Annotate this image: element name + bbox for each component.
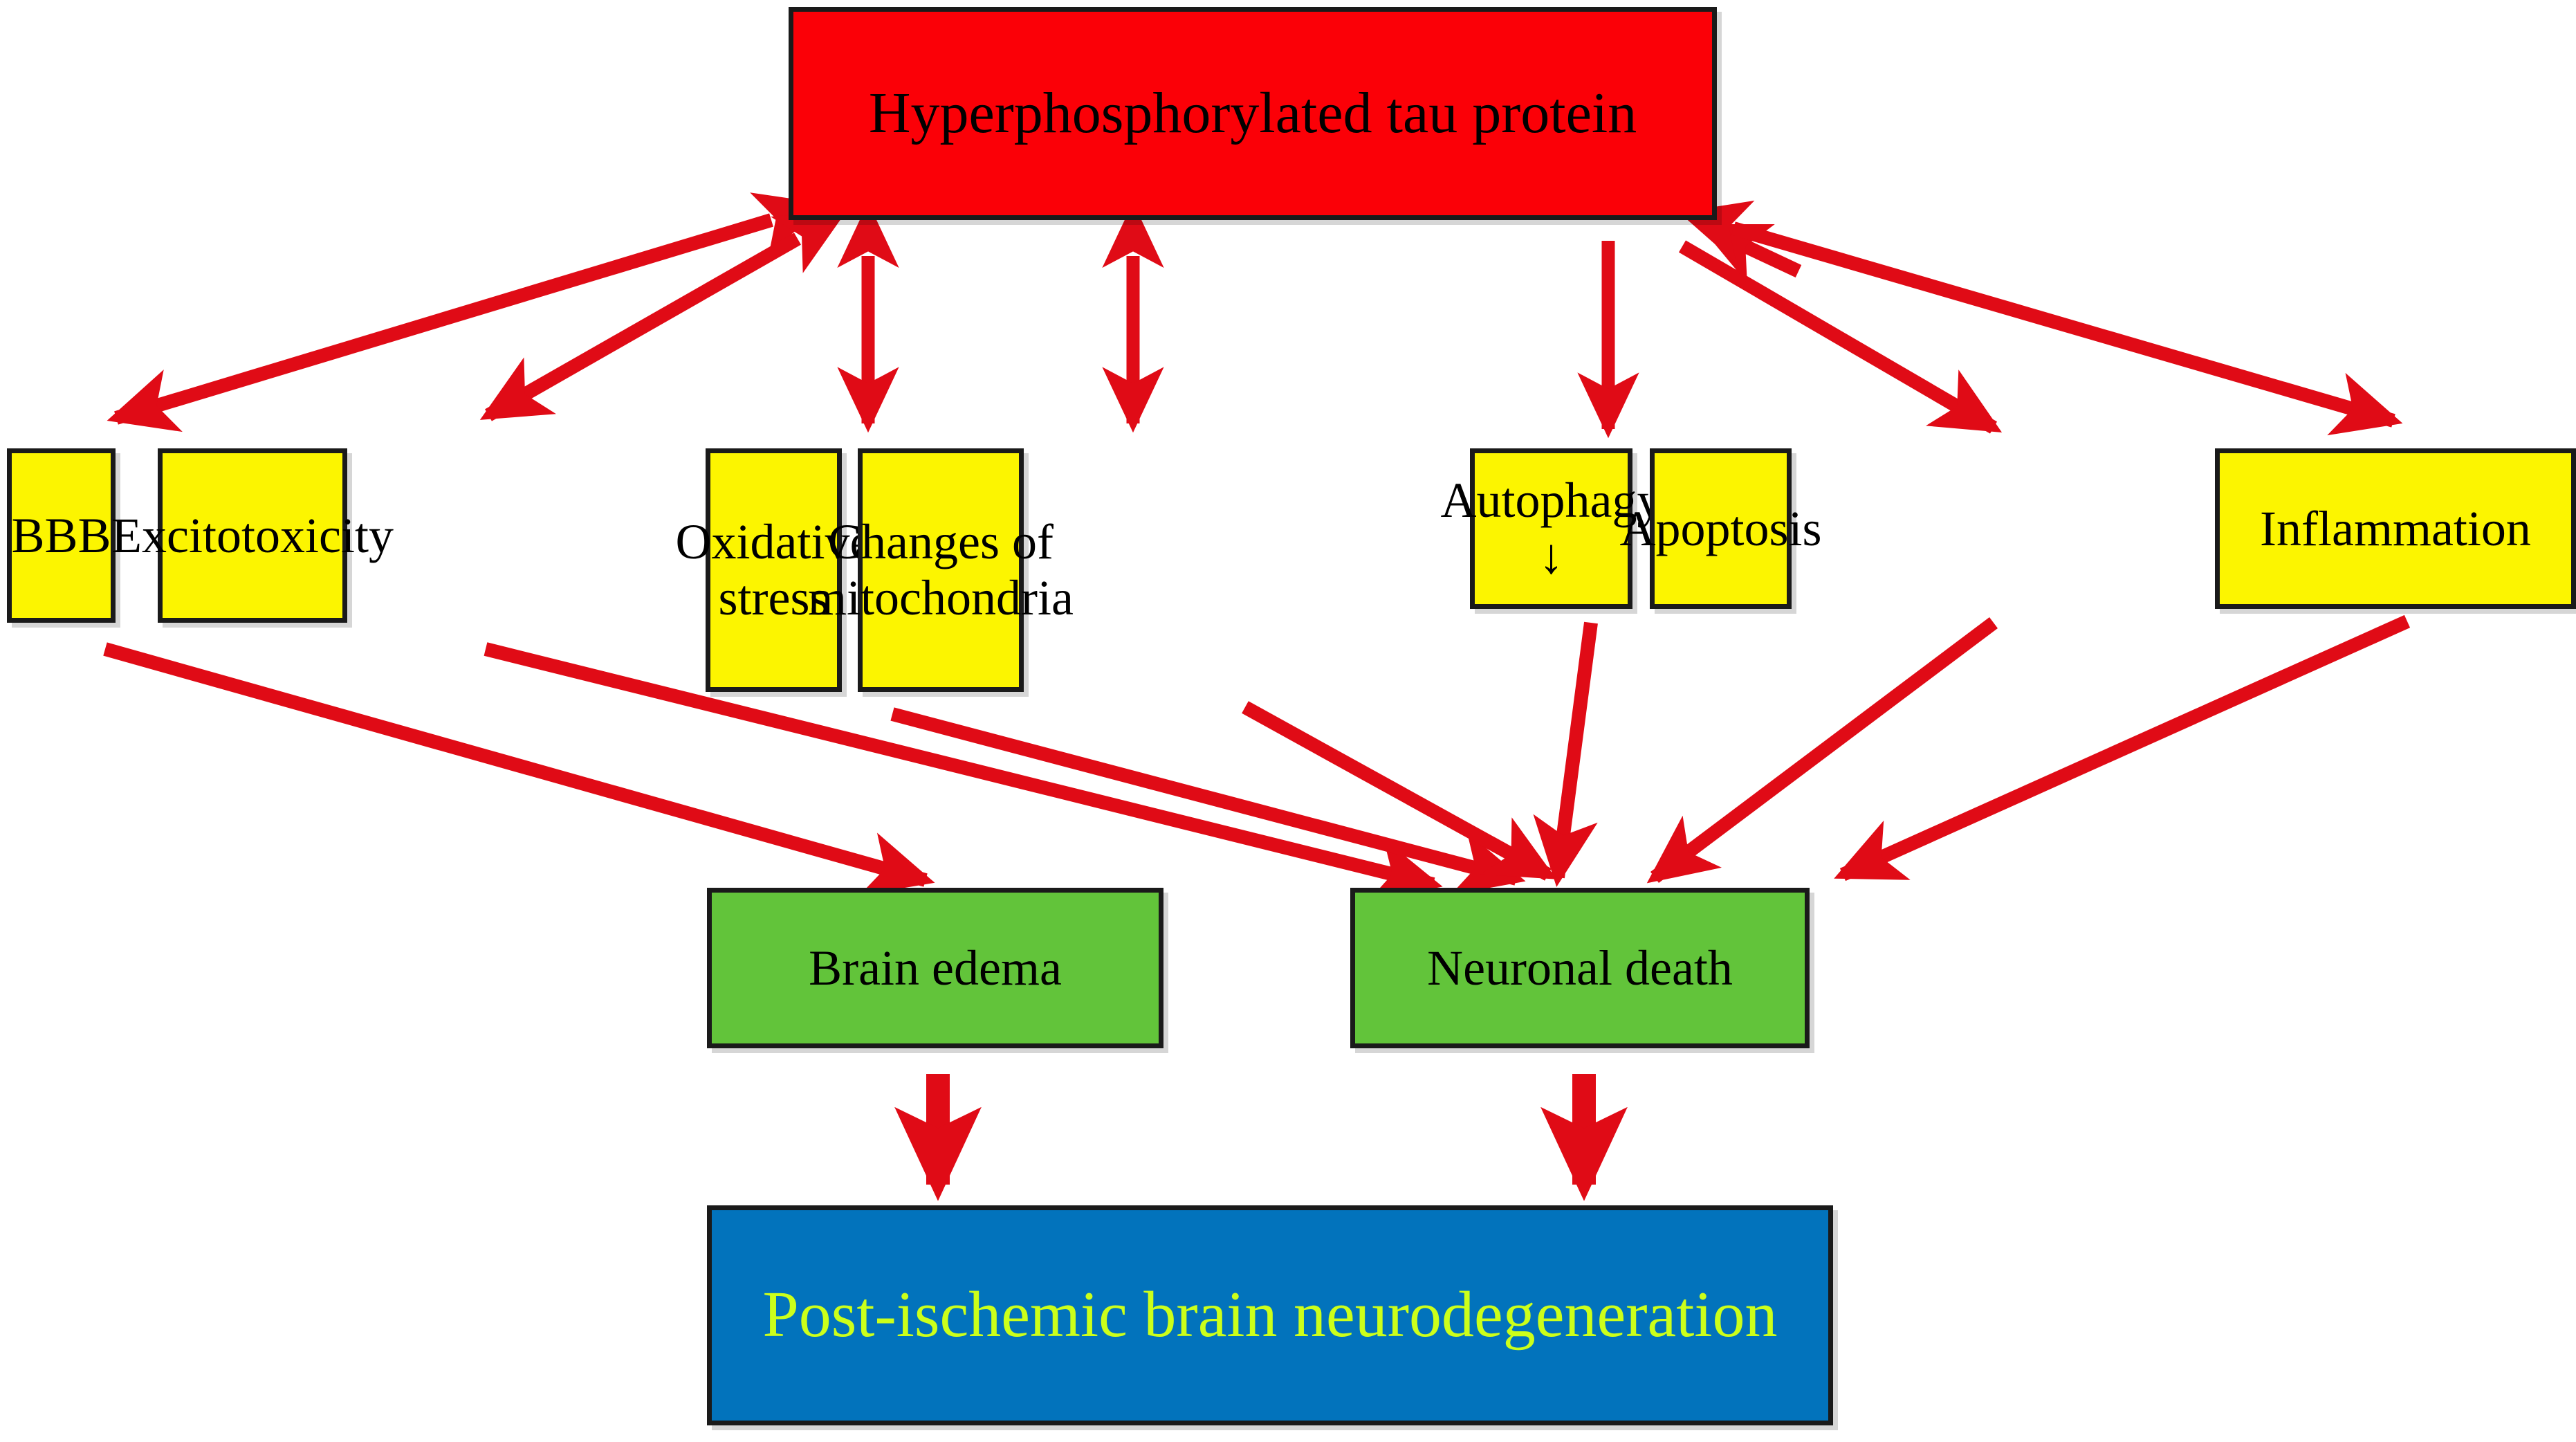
node-label: Autophagy ↓ <box>1440 473 1662 584</box>
node-label: Apoptosis <box>1619 500 1822 556</box>
node-neuronal-death[interactable]: Neuronal death <box>1350 888 1810 1048</box>
edge-apoptosis-tau <box>1698 221 1802 284</box>
node-hyperphosphorylated-tau-protein[interactable]: Hyperphosphorylated tau protein <box>789 7 1717 220</box>
node-autophagy[interactable]: Autophagy ↓ <box>1441 448 1662 609</box>
node-inflammation[interactable]: Inflammation <box>2215 448 2576 609</box>
edge-tau-inflammation <box>1679 200 2403 436</box>
node-apoptosis[interactable]: Apoptosis <box>1619 448 1822 609</box>
node-label: Post-ischemic brain neurodegeneration <box>762 1279 1778 1351</box>
node-label: Brain edema <box>809 940 1062 996</box>
node-label: Neuronal death <box>1427 940 1733 996</box>
edge-autophagy-neuronal-death <box>1533 621 1598 887</box>
node-excitotoxicity[interactable]: Excitotoxicity <box>111 448 394 623</box>
node-label: Changes of mitochondria <box>808 514 1074 626</box>
node-label: Inflammation <box>2260 500 2531 556</box>
edge-tau-excitotoxicity <box>479 210 847 421</box>
node-brain-edema[interactable]: Brain edema <box>707 888 1163 1048</box>
node-label: Oxidative stress <box>675 514 872 626</box>
node-label: Excitotoxicity <box>111 507 394 563</box>
node-label: BBB <box>11 507 111 563</box>
node-bbb[interactable]: BBB <box>7 448 116 623</box>
edge-inflammation-neuronal-death <box>1834 614 2411 882</box>
edge-tau-bbb <box>107 192 826 432</box>
edge-oxidative-stress-neuronal-death <box>890 707 1526 895</box>
edge-apoptosis-neuronal-death <box>1646 617 1998 884</box>
edge-changes-of-mitochondria-neuronal-death <box>1242 701 1557 881</box>
node-changes-of-mitochondria[interactable]: Changes of mitochondria <box>808 448 1074 692</box>
node-post-ischemic-brain-neurodegeneration[interactable]: Post-ischemic brain neurodegeneration <box>707 1205 1833 1425</box>
edge-tau-apoptosis <box>1678 240 2003 434</box>
node-label: Hyperphosphorylated tau protein <box>868 80 1637 145</box>
